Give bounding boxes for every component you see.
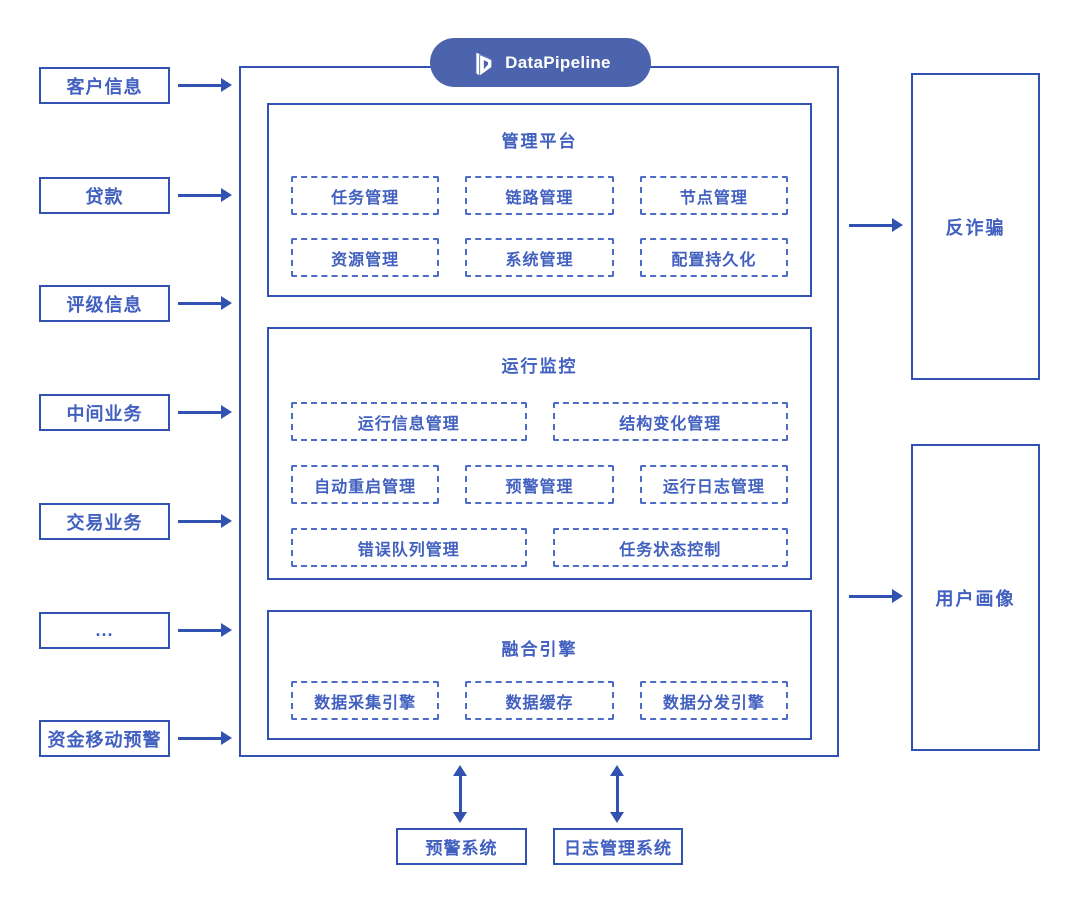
source-arrow-icon (178, 514, 232, 528)
module-label: 配置持久化 (671, 251, 757, 269)
alert-system-label: 预警系统 (425, 839, 498, 858)
datapipeline-logo-pill: DataPipeline (430, 38, 651, 87)
monitoring-row: 运行信息管理 结构变化管理 (269, 402, 810, 441)
module-box: 数据采集引擎 (291, 681, 440, 720)
module-label: 运行日志管理 (662, 478, 765, 496)
module-box: 错误队列管理 (291, 528, 527, 567)
double-arrow-log-system-icon (610, 765, 624, 823)
engine-row: 数据采集引擎 数据缓存 数据分发引擎 (269, 681, 810, 720)
module-box: 数据分发引擎 (639, 681, 788, 720)
module-box: 数据缓存 (465, 681, 614, 720)
module-label: 资源管理 (331, 251, 400, 269)
target-userprofile-label: 用户画像 (935, 588, 1016, 609)
module-box: 系统管理 (465, 238, 614, 277)
source-label: 贷款 (85, 186, 124, 207)
module-box: 自动重启管理 (291, 465, 440, 504)
panel-engine: 融合引擎 数据采集引擎 数据缓存 数据分发引擎 (267, 610, 812, 740)
management-row: 任务管理 链路管理 节点管理 (269, 176, 810, 215)
source-label: 资金移动预警 (47, 729, 162, 750)
target-box-userprofile: 用户画像 (911, 444, 1040, 751)
source-arrow-icon (178, 78, 232, 92)
module-label: 结构变化管理 (619, 415, 722, 433)
datapipeline-container: 管理平台 任务管理 链路管理 节点管理资源管理 系统管理 配置持久化 运行监控 运行信息… (239, 66, 839, 757)
module-label: 链路管理 (505, 189, 574, 207)
target-box-antifraud: 反诈骗 (911, 73, 1040, 380)
module-label: 任务状态控制 (619, 541, 722, 559)
source-box-4: 交易业务 (39, 503, 170, 540)
source-label: 中间业务 (66, 403, 143, 424)
bottom-box-log-system: 日志管理系统 (553, 828, 683, 865)
module-box: 节点管理 (639, 176, 788, 215)
source-box-6: 资金移动预警 (39, 720, 170, 757)
module-label: 数据采集引擎 (314, 694, 417, 712)
module-box: 任务状态控制 (552, 528, 788, 567)
source-arrow-icon (178, 296, 232, 310)
datapipeline-logo-icon (470, 48, 496, 78)
module-box: 链路管理 (465, 176, 614, 215)
module-label: 运行信息管理 (357, 415, 460, 433)
source-label: ... (95, 620, 114, 640)
module-label: 系统管理 (505, 251, 574, 269)
source-box-5: ... (39, 612, 170, 649)
module-label: 数据缓存 (505, 694, 574, 712)
monitoring-row: 自动重启管理 预警管理 运行日志管理 (269, 465, 810, 504)
panel-management: 管理平台 任务管理 链路管理 节点管理资源管理 系统管理 配置持久化 (267, 103, 812, 297)
source-box-1: 贷款 (39, 177, 170, 214)
module-box: 资源管理 (291, 238, 440, 277)
module-box: 预警管理 (465, 465, 614, 504)
panel-monitoring-title: 运行监控 (501, 357, 578, 376)
double-arrow-alert-system-icon (453, 765, 467, 823)
source-arrow-icon (178, 188, 232, 202)
module-label: 节点管理 (679, 189, 748, 207)
module-label: 数据分发引擎 (662, 694, 765, 712)
log-system-label: 日志管理系统 (564, 839, 672, 858)
module-label: 错误队列管理 (357, 541, 460, 559)
source-label: 客户信息 (66, 76, 143, 97)
source-box-2: 评级信息 (39, 285, 170, 322)
management-row: 资源管理 系统管理 配置持久化 (269, 238, 810, 277)
module-box: 任务管理 (291, 176, 440, 215)
panel-monitoring: 运行监控 运行信息管理 结构变化管理自动重启管理 预警管理 运行日志管理错误队列管理 任… (267, 327, 812, 580)
panel-engine-title: 融合引擎 (501, 640, 578, 659)
arrow-to-antifraud-icon (849, 218, 903, 232)
arrow-to-userprofile-icon (849, 589, 903, 603)
source-box-3: 中间业务 (39, 394, 170, 431)
module-box: 运行信息管理 (291, 402, 527, 441)
module-box: 结构变化管理 (552, 402, 788, 441)
source-arrow-icon (178, 623, 232, 637)
module-label: 任务管理 (331, 189, 400, 207)
panel-management-title: 管理平台 (501, 132, 578, 151)
datapipeline-logo-text: DataPipeline (505, 52, 611, 72)
source-label: 交易业务 (66, 512, 143, 533)
source-box-0: 客户信息 (39, 67, 170, 104)
module-label: 自动重启管理 (314, 478, 417, 496)
monitoring-row: 错误队列管理 任务状态控制 (269, 528, 810, 567)
target-antifraud-label: 反诈骗 (945, 217, 1006, 238)
source-label: 评级信息 (66, 294, 143, 315)
module-label: 预警管理 (505, 478, 574, 496)
module-box: 运行日志管理 (639, 465, 788, 504)
module-box: 配置持久化 (639, 238, 788, 277)
source-arrow-icon (178, 731, 232, 745)
source-arrow-icon (178, 405, 232, 419)
bottom-box-alert-system: 预警系统 (396, 828, 527, 865)
